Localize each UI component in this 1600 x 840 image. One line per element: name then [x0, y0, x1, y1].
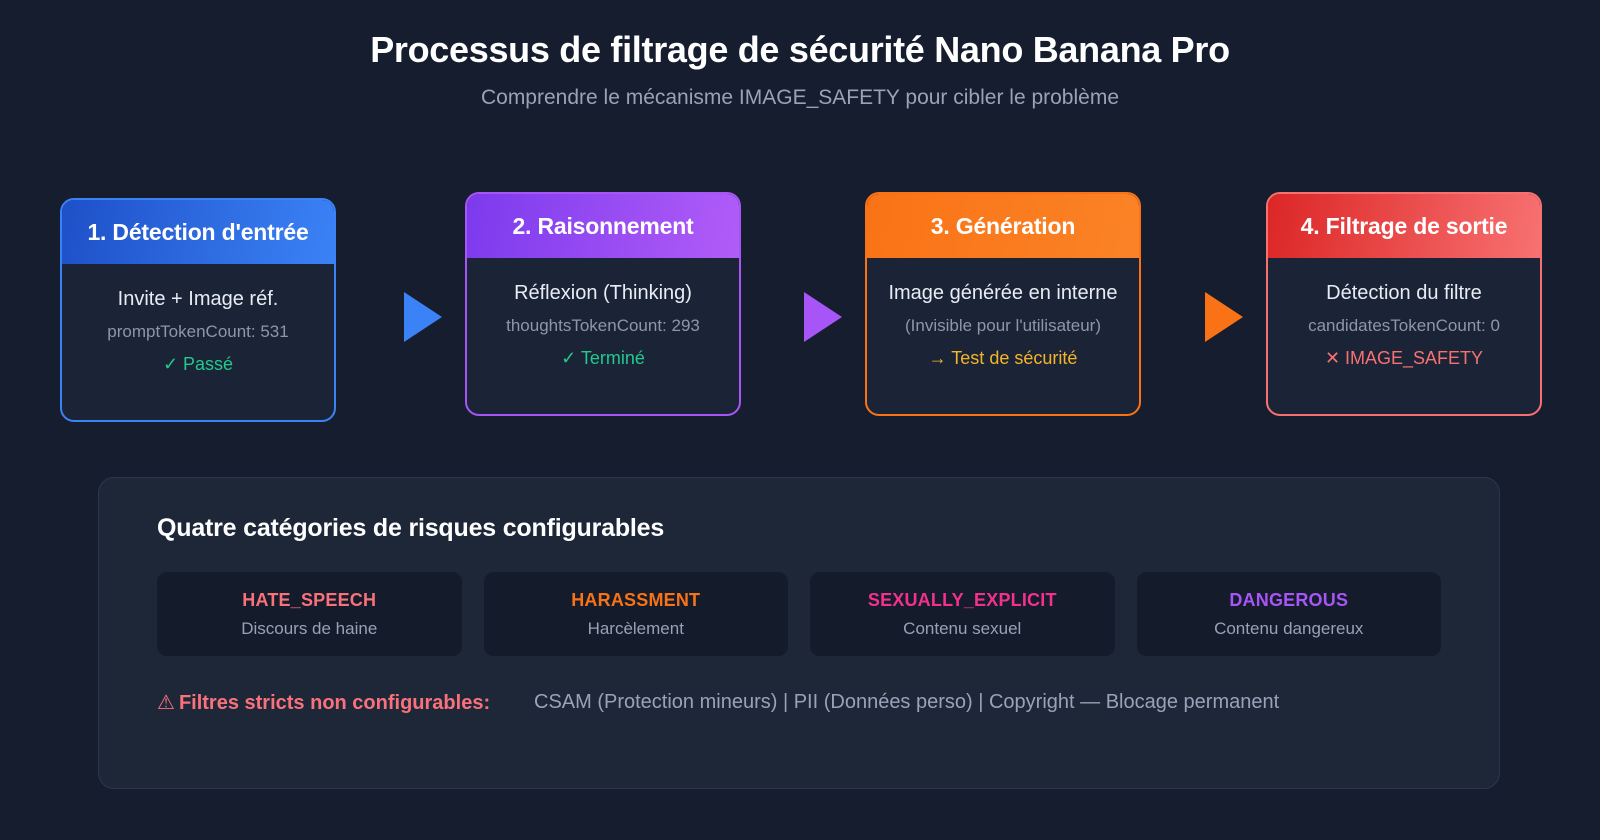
stage-title-1: 1. Détection d'entrée: [87, 218, 309, 245]
stage-title-2: 2. Raisonnement: [512, 212, 694, 239]
risk-panel-title: Quatre catégories de risques configurabl…: [157, 514, 665, 542]
stage-card-generation[interactable]: 3. Génération Image générée en interne (…: [865, 192, 1141, 416]
stage-status-4: ✕ IMAGE_SAFETY: [1324, 347, 1484, 368]
strict-filters-row: ⚠Filtres stricts non configurables: CSAM…: [157, 690, 1441, 718]
stage-status-2: ✓ Terminé: [561, 347, 645, 368]
stage-body-2: Réflexion (Thinking) thoughtsTokenCount:…: [467, 258, 739, 414]
stage-card-input-detection[interactable]: 1. Détection d'entrée Invite + Image réf…: [60, 198, 336, 422]
risk-desc-label: Discours de haine: [241, 619, 378, 638]
arrow-right-icon-2: [804, 292, 842, 342]
risk-code-label: HATE_SPEECH: [242, 590, 377, 610]
stage-card-reasoning[interactable]: 2. Raisonnement Réflexion (Thinking) tho…: [465, 192, 741, 416]
strict-filters-label: ⚠Filtres stricts non configurables:: [157, 690, 490, 715]
stage-main-text-3: Image générée en interne: [888, 282, 1118, 304]
page-title: Processus de filtrage de sécurité Nano B…: [370, 29, 1230, 70]
risk-category-grid: HATE_SPEECH Discours de haine HARASSMENT…: [157, 572, 1441, 656]
stage-status-1: ✓ Passé: [162, 353, 234, 374]
strict-filters-text: Filtres stricts non configurables:: [178, 692, 491, 714]
page-subtitle: Comprendre le mécanisme IMAGE_SAFETY pou…: [480, 86, 1120, 109]
stage-header-1: 1. Détection d'entrée: [62, 200, 334, 264]
stage-body-1: Invite + Image réf. promptTokenCount: 53…: [62, 264, 334, 420]
risk-category-dangerous[interactable]: DANGEROUS Contenu dangereux: [1136, 572, 1441, 656]
stage-card-output-filtering[interactable]: 4. Filtrage de sortie Détection du filtr…: [1266, 192, 1542, 416]
risk-category-hate-speech[interactable]: HATE_SPEECH Discours de haine: [157, 572, 462, 656]
stage-note-3: (Invisible pour l'utilisateur): [905, 316, 1101, 335]
stage-token-count-4: candidatesTokenCount: 0: [1308, 316, 1500, 335]
risk-desc-label: Harcèlement: [587, 619, 684, 638]
stage-title-3: 3. Génération: [930, 212, 1076, 239]
risk-code-label: HARASSMENT: [571, 590, 701, 610]
stage-title-4: 4. Filtrage de sortie: [1300, 212, 1508, 239]
page-header: Processus de filtrage de sécurité Nano B…: [0, 0, 1600, 111]
stage-body-3: Image générée en interne (Invisible pour…: [867, 258, 1139, 414]
stage-header-4: 4. Filtrage de sortie: [1268, 194, 1540, 258]
risk-desc-label: Contenu sexuel: [903, 619, 1022, 638]
risk-categories-panel: Quatre catégories de risques configurabl…: [98, 477, 1500, 789]
pipeline-flow: 1. Détection d'entrée Invite + Image réf…: [0, 192, 1600, 587]
warning-triangle-icon: ⚠: [157, 692, 175, 714]
stage-body-4: Détection du filtre candidatesTokenCount…: [1268, 258, 1540, 414]
risk-code-label: SEXUALLY_EXPLICIT: [867, 590, 1057, 610]
arrow-right-icon-3: [1205, 292, 1243, 342]
risk-desc-label: Contenu dangereux: [1214, 619, 1364, 638]
stage-token-count-2: thoughtsTokenCount: 293: [506, 316, 700, 335]
stage-header-3: 3. Génération: [867, 194, 1139, 258]
risk-category-harassment[interactable]: HARASSMENT Harcèlement: [483, 572, 788, 656]
risk-code-label: DANGEROUS: [1229, 590, 1349, 610]
stage-header-2: 2. Raisonnement: [467, 194, 739, 258]
stage-status-3: → Test de sécurité: [928, 347, 1078, 368]
stage-main-text-2: Réflexion (Thinking): [514, 282, 692, 304]
risk-category-sexually-explicit[interactable]: SEXUALLY_EXPLICIT Contenu sexuel: [810, 572, 1115, 656]
stage-main-text-1: Invite + Image réf.: [117, 288, 279, 310]
strict-filters-detail: CSAM (Protection mineurs) | PII (Données…: [534, 691, 1280, 713]
stage-token-count-1: promptTokenCount: 531: [107, 322, 289, 341]
stage-main-text-4: Détection du filtre: [1326, 282, 1482, 304]
arrow-right-icon-1: [404, 292, 442, 342]
